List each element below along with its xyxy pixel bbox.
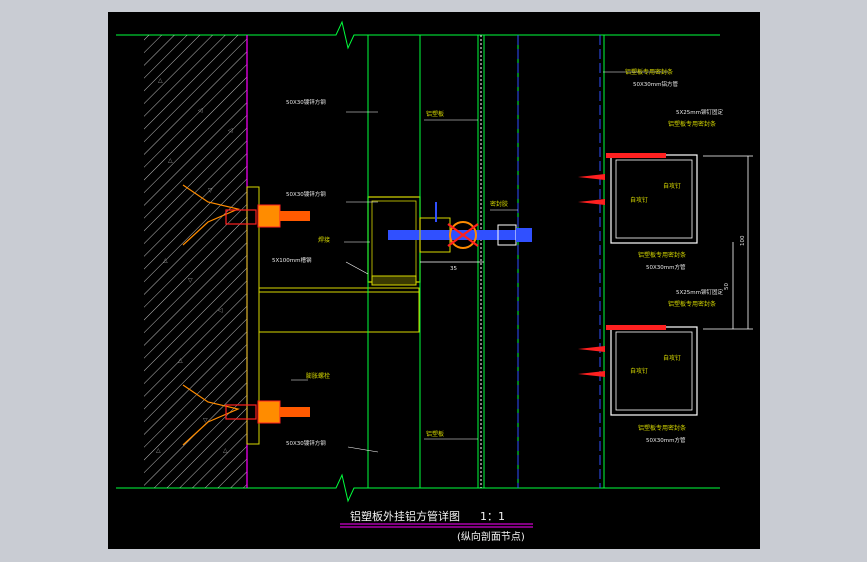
dim-gap: 35 [450,266,457,272]
label-screw-spec-1: 5X25mm铆钉固定 [676,108,723,116]
svg-text:△: △ [163,257,168,264]
leader-lines [291,71,668,453]
svg-text:△: △ [156,447,161,454]
section-drawing: △ ◁ △ ▽ △ ◁ △ ▽ △ ◁ ▽ △ [116,20,753,543]
aluminum-tube-upper [606,153,698,244]
steel-tube [367,196,421,286]
drawing-canvas: △ ◁ △ ▽ △ ◁ △ ▽ △ ◁ ▽ △ [108,12,760,549]
label-tube-size-2: 50X30mm方管 [646,436,686,444]
label-top-anchor-tube: 50X30镀锌方钢 [286,98,326,106]
anchor-bolt-lower [182,384,310,446]
drawing-title: 铝塑板外挂铝方管详图 [350,509,460,523]
label-sealant-top: 铝塑板专用密封条 [625,68,673,76]
svg-text:△: △ [168,157,173,164]
drawing-subtitle: (纵向剖面节点) [457,530,525,543]
label-weld: 焊接 [318,236,330,244]
concrete-wall: △ ◁ △ ▽ △ ◁ △ ▽ △ ◁ ▽ △ [144,35,248,488]
svg-text:△: △ [158,77,163,84]
label-bottom-tube: 50X30镀锌方钢 [286,439,326,447]
svg-text:◁: ◁ [228,127,233,134]
label-sealant-3: 铝塑板专用密封条 [668,300,716,308]
label-sealant-1: 铝塑板专用密封条 [668,120,716,128]
label-aluminum-plate-top: 铝塑板 [426,110,444,118]
drawing-scale: 1：1 [480,510,505,523]
dim-span: 100 [740,235,746,246]
label-self-tap-2: 自攻钉 [630,196,648,204]
through-bolt [388,202,532,263]
label-filler: 密封胶 [490,200,508,208]
label-tube-size-top: 50X30mm铝方管 [633,80,678,88]
svg-text:△: △ [223,447,228,454]
svg-text:△: △ [178,357,183,364]
svg-text:▽: ▽ [208,187,213,194]
svg-text:◁: ◁ [198,107,203,114]
label-self-tap-3: 自攻钉 [663,354,681,362]
dimension-lines [703,155,753,330]
axis-lines [517,35,601,488]
label-tube-size-1: 50X30mm方管 [646,263,686,271]
label-anchor-bolt: 膨胀螺栓 [306,372,330,380]
dim-half: 50 [724,283,730,290]
svg-text:◁: ◁ [218,307,223,314]
anchor-bolt-upper [182,184,310,246]
channel-bracket [258,287,420,333]
aluminum-tube-lower [606,325,698,416]
svg-text:▽: ▽ [188,277,193,284]
svg-text:▽: ▽ [203,417,208,424]
break-line-bottom [116,473,720,503]
mullion-lines [367,35,605,488]
break-line-top [116,20,720,50]
label-sealant-4: 铝塑板专用密封条 [638,424,686,432]
label-self-tap-4: 自攻钉 [630,367,648,375]
rivets [578,174,605,377]
label-upper-steel-tube: 50X30镀锌方钢 [286,190,326,198]
label-screw-spec-2: 5X25mm铆钉固定 [676,288,723,296]
label-aluminum-plate-bottom: 铝塑板 [426,430,444,438]
label-channel: 5X100mm槽钢 [272,256,312,264]
label-sealant-2: 铝塑板专用密封条 [638,251,686,259]
label-self-tap-1: 自攻钉 [663,182,681,190]
